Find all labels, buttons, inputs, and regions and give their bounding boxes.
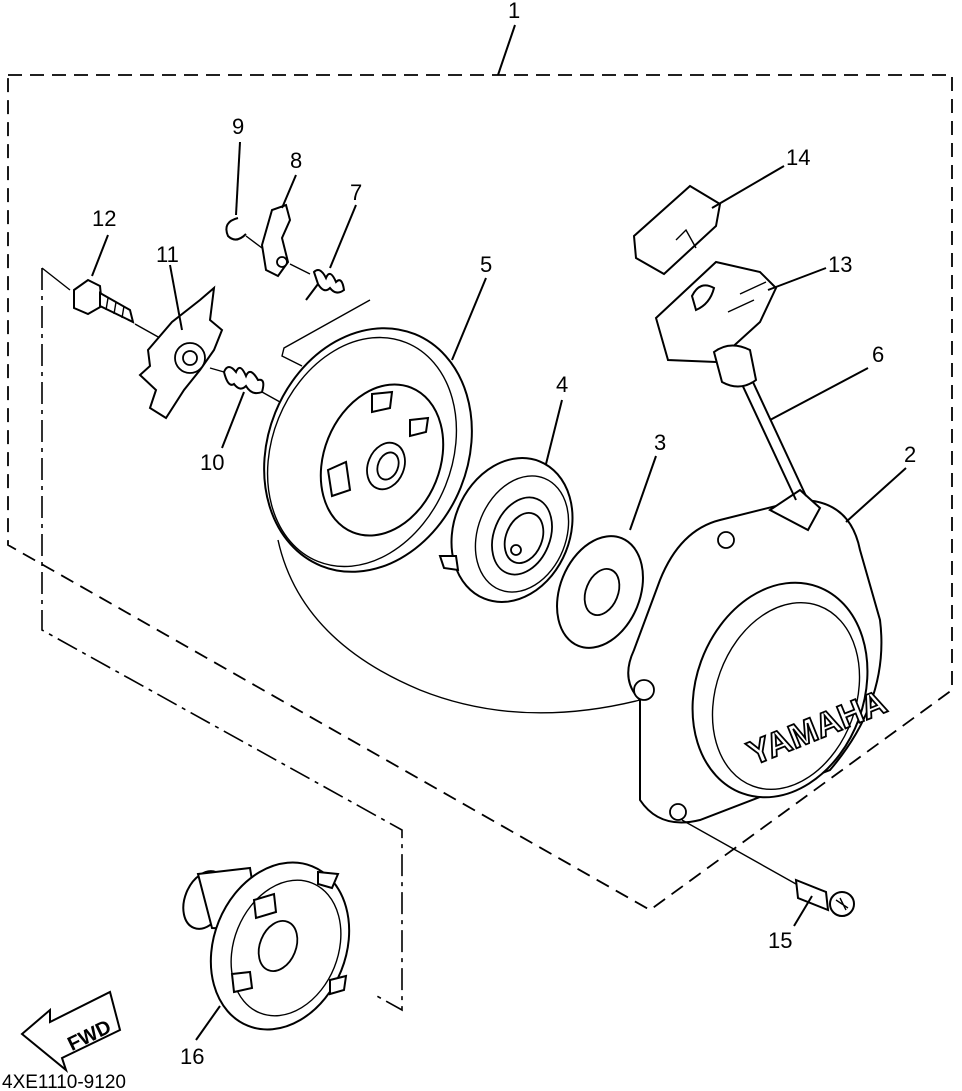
leader-14 [711,165,785,209]
rope-6 [739,379,797,501]
callout-9: 9 [232,114,244,139]
callout-11: 11 [156,242,179,267]
starter-rope [277,539,641,714]
callout-2: 2 [904,442,916,467]
pawl-8 [260,203,292,278]
leader-9 [235,141,241,216]
callout-15: 15 [768,928,792,953]
assembly-boundary [7,74,953,912]
drawing-code: 4XE1110-9120 [2,1072,126,1091]
plate-11 [138,285,224,420]
spring-10 [209,366,281,403]
washer-3 [556,535,644,649]
callout-6: 6 [872,342,884,367]
pulley-5 [263,327,473,573]
callout-5: 5 [480,252,492,277]
callout-4: 4 [556,372,568,397]
leader-6 [769,367,869,421]
callout-7: 7 [350,180,362,205]
axis-bracket-7 [281,299,371,367]
callout-leader-1 [497,24,516,76]
clip-9 [225,217,247,241]
leader-2 [845,467,907,523]
leader-7 [329,204,357,269]
callout-1: 1 [508,0,520,23]
assembly-axis-lines [41,268,403,1012]
axis-line-12 [41,267,71,291]
callout-12: 12 [92,206,116,231]
leader-8 [281,174,297,209]
screw-15 [794,878,855,917]
ratchet-16 [182,861,351,1031]
callout-3: 3 [654,430,666,455]
leader-3 [629,455,657,531]
leader-10 [221,391,245,449]
insert-14 [632,184,722,276]
leader-5 [451,277,487,361]
leader-12 [91,234,109,277]
handle-13 [654,260,778,388]
drive-plate-4 [438,457,574,603]
leader-11 [169,264,183,331]
spring-7 [305,269,346,301]
leader-16 [195,1005,221,1041]
leader-4 [545,399,563,465]
axis-line-15 [681,819,797,885]
bolt-12 [73,278,135,324]
callout-10: 10 [200,450,224,475]
case-2: YAMAHA [627,488,893,824]
callout-16: 16 [180,1044,204,1069]
leader-13 [767,267,827,291]
callout-14: 14 [786,145,810,170]
callout-13: 13 [828,252,852,277]
callout-8: 8 [290,148,302,173]
leader-15 [793,895,813,927]
fwd-arrow-icon: FWD [20,990,122,1073]
